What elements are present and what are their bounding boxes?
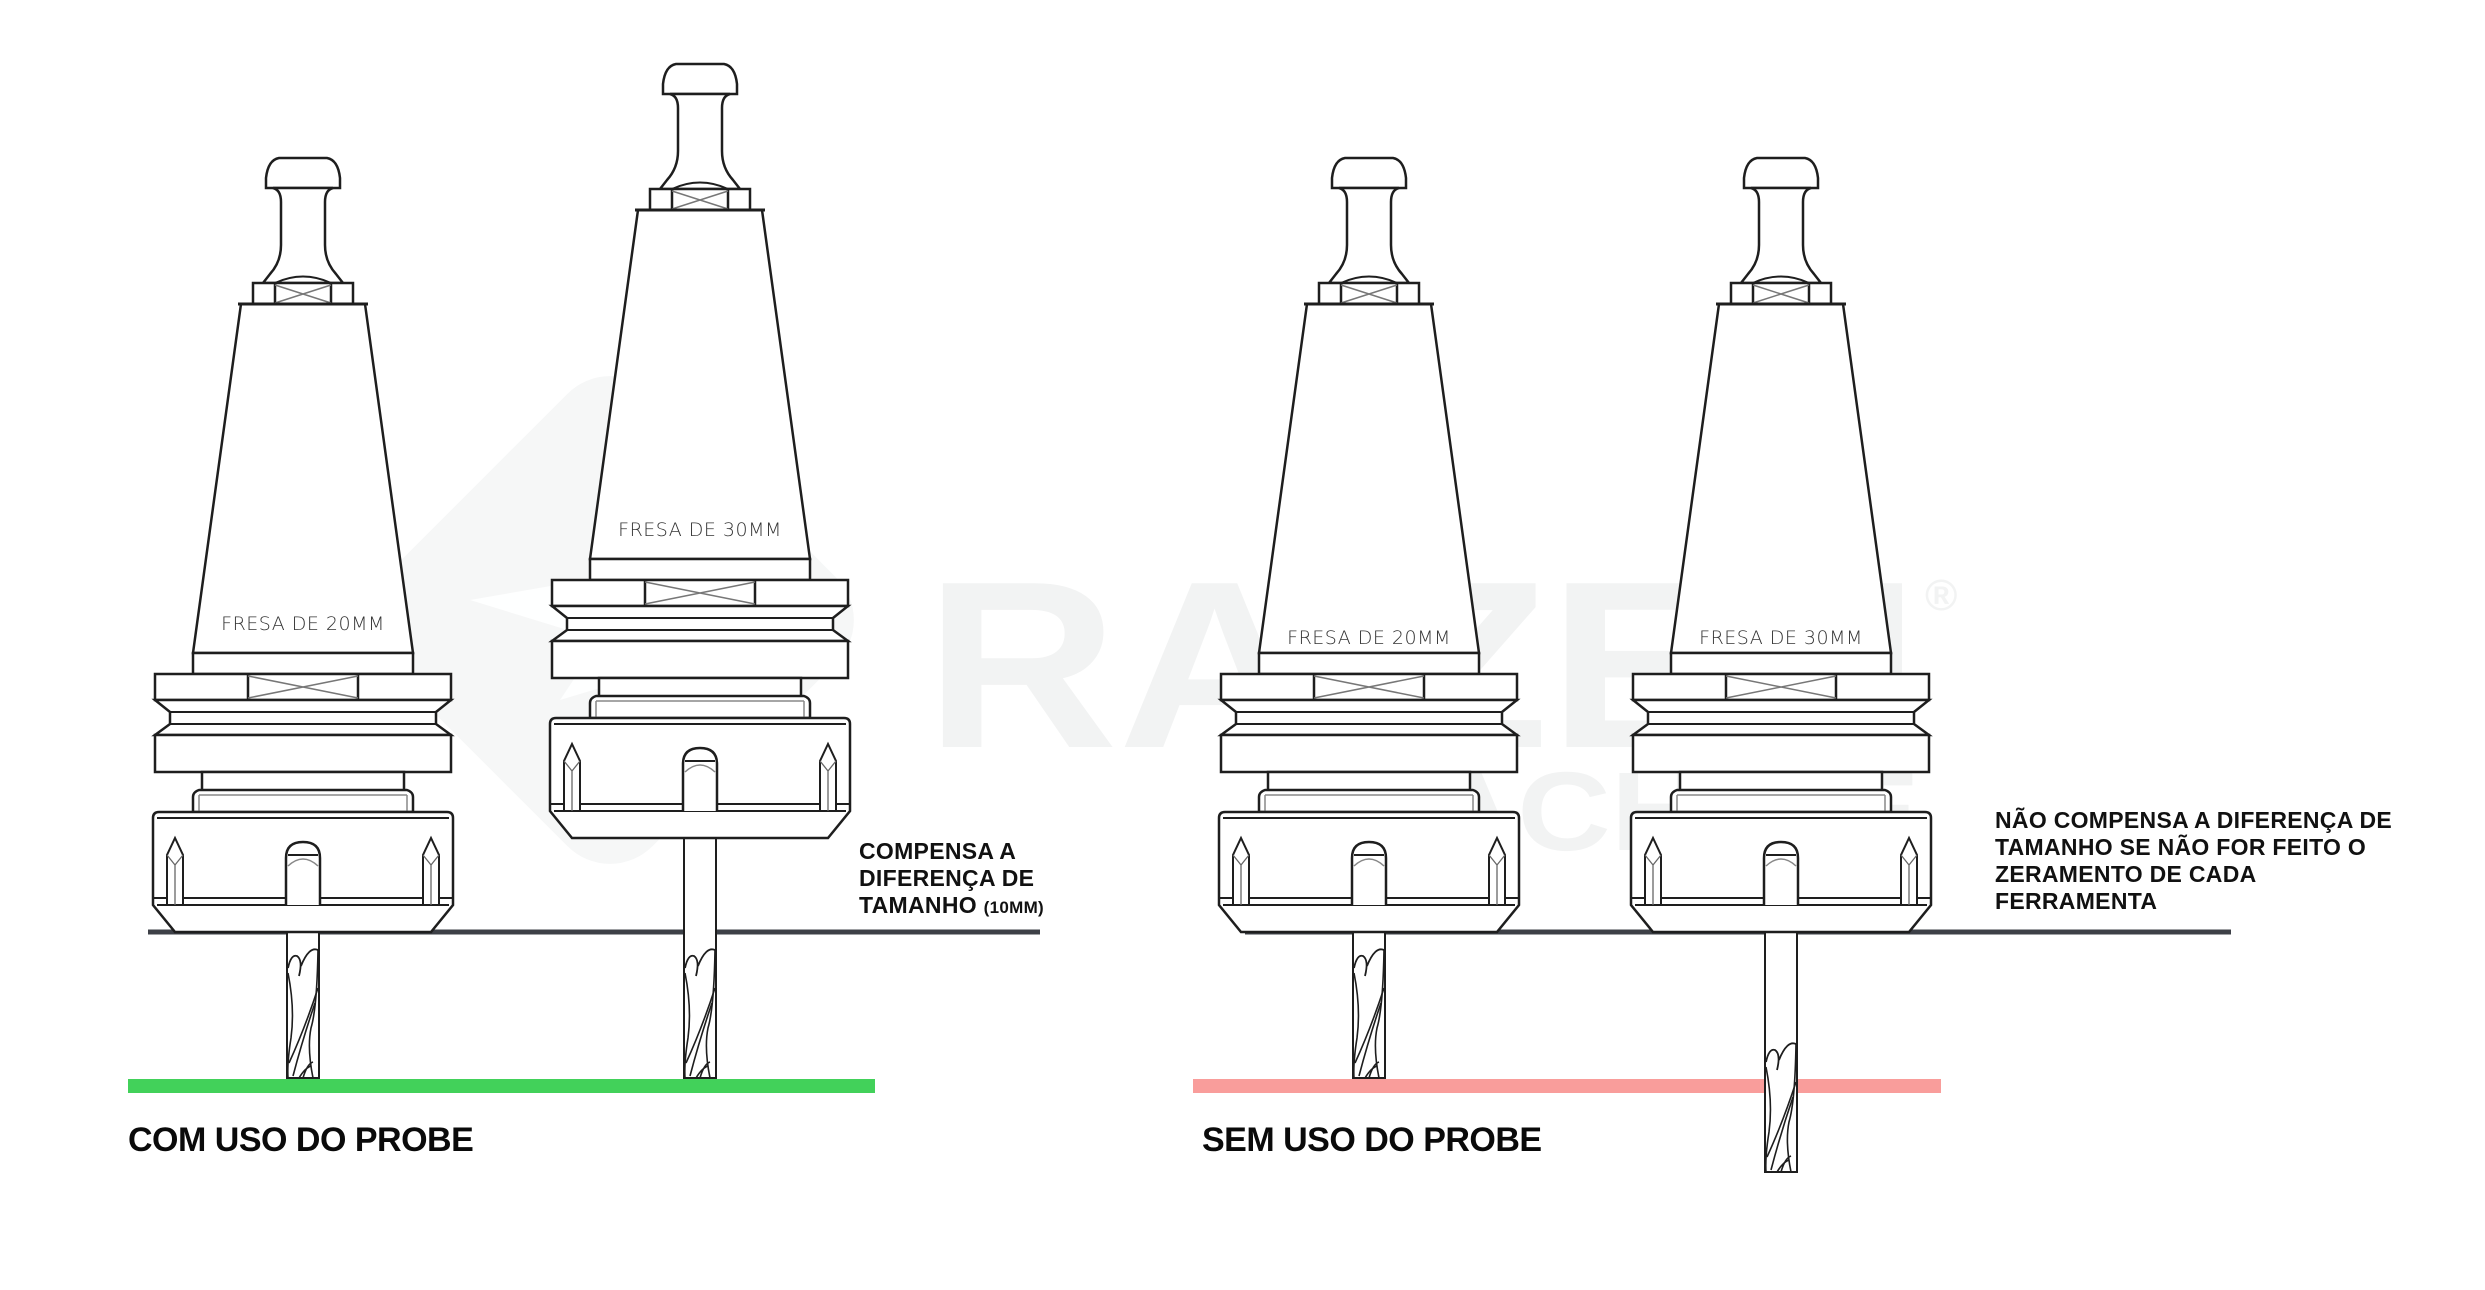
reference-bar-without-probe [1193,1079,1941,1093]
note-line: ZERAMENTO DE CADA [1995,861,2257,887]
note-line: DIFERENÇA DE [859,865,1035,891]
tool-holder-30mm-without-probe: FRESA DE 30MM [1629,156,1933,1173]
tool-holder-30mm-with-probe: FRESA DE 30MM [548,62,852,1079]
note-line: TAMANHO SE NÃO FOR FEITO O [1995,834,2367,860]
tool-label: FRESA DE 20MM [221,613,385,635]
note-line: FERRAMENTA [1995,888,2158,914]
caption-with-probe: COM USO DO PROBE [128,1121,474,1159]
note-size-difference: (10MM) [983,898,1044,917]
tool-holder-20mm-with-probe: FRESA DE 20MM [151,156,455,1079]
tool-label: FRESA DE 20MM [1287,627,1451,649]
caption-without-probe: SEM USO DO PROBE [1202,1121,1542,1159]
tool-label: FRESA DE 30MM [618,519,782,541]
note-line: TAMANHO (10MM) [859,892,1044,921]
note-line-text: TAMANHO [859,892,977,918]
tool-label: FRESA DE 30MM [1699,627,1863,649]
tool-holder-20mm-without-probe: FRESA DE 20MM [1217,156,1521,1079]
reference-bar-with-probe [128,1079,875,1093]
watermark-registered: ® [1925,571,1957,620]
note-line: COMPENSA A [859,838,1017,864]
note-line: NÃO COMPENSA A DIFERENÇA DE [1995,807,2392,833]
